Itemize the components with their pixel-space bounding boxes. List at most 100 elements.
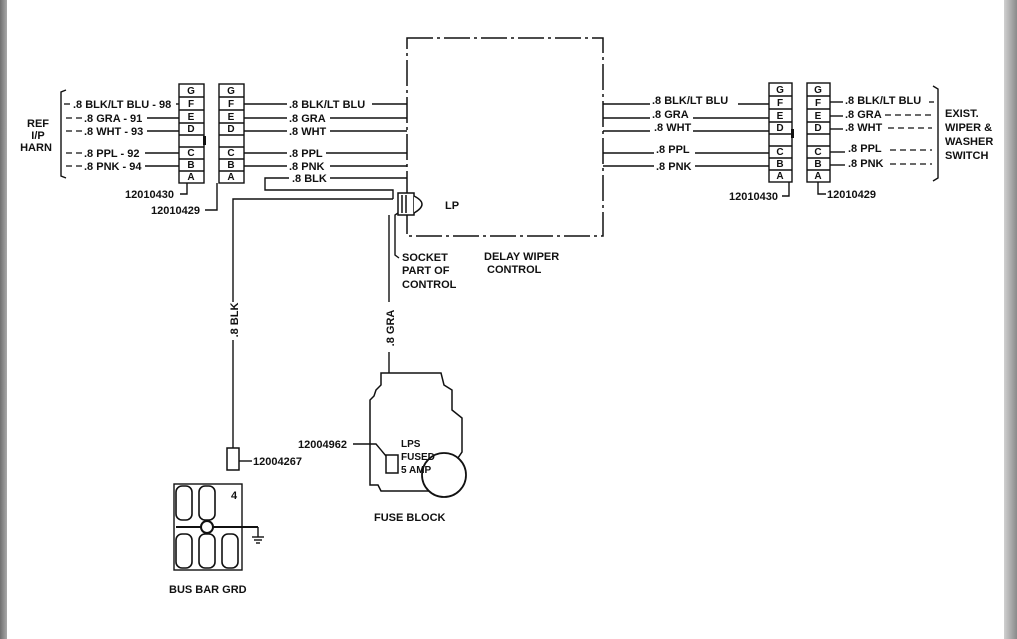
switch-wire-label: .8 PPL bbox=[848, 143, 882, 155]
right-connector-inner: G F E D C B A bbox=[768, 82, 794, 183]
pin-label: D bbox=[814, 123, 821, 134]
pin-label: F bbox=[777, 98, 783, 109]
part-leader bbox=[817, 182, 826, 195]
switch-wire-label: .8 GRA bbox=[845, 109, 882, 121]
right-switch-label-line-4: SWITCH bbox=[945, 150, 988, 162]
diagram-page: REF I/P HARN .8 BLK/LT BLU - 98 .8 GRA -… bbox=[7, 0, 1004, 639]
fuse-label-line-2: FUSED bbox=[401, 452, 435, 463]
viewer-scrollbar[interactable] bbox=[1004, 0, 1017, 639]
left-harness-label-line-2: I/P bbox=[31, 130, 44, 142]
lamp-socket-icon bbox=[397, 192, 423, 216]
socket-label-line-1: SOCKET bbox=[402, 252, 448, 264]
bus-bar-label: BUS BAR GRD bbox=[169, 584, 247, 596]
switch-wire-label: .8 PNK bbox=[848, 158, 884, 170]
wire-label: .8 PNK bbox=[289, 161, 325, 173]
ground-terminal-part: 12004267 bbox=[253, 456, 302, 468]
pin-label: B bbox=[187, 160, 194, 171]
part-leader bbox=[353, 443, 387, 457]
left-connector-inner: G F E D C B A bbox=[218, 83, 245, 184]
right-switch-label-line-2: WIPER & bbox=[945, 122, 992, 134]
pin-label: A bbox=[776, 171, 783, 182]
pin-label: G bbox=[187, 86, 195, 97]
pin-label: F bbox=[815, 98, 821, 109]
control-label-line-1: DELAY WIPER bbox=[484, 251, 559, 263]
pin-label: E bbox=[815, 111, 822, 122]
pin-label: C bbox=[187, 148, 194, 159]
pin-label: F bbox=[188, 99, 194, 110]
fuse-label-line-3: 5 AMP bbox=[401, 465, 432, 476]
left-harness-wire-label: .8 PPL - 92 bbox=[84, 148, 139, 160]
pin-label: B bbox=[776, 159, 783, 170]
pin-label: E bbox=[228, 112, 235, 123]
pin-label: D bbox=[187, 124, 194, 135]
ground-terminal bbox=[226, 447, 240, 471]
bus-bar-number: 4 bbox=[231, 490, 238, 502]
wire-label: .8 WHT bbox=[654, 122, 692, 134]
right-switch-label-line-1: EXIST. bbox=[945, 108, 979, 120]
lamp-label: LP bbox=[445, 200, 459, 212]
left-connector-outer: G F E D C B A bbox=[178, 83, 206, 184]
fuse-terminal-part: 12004962 bbox=[298, 439, 347, 451]
wire-label: .8 GRA bbox=[652, 109, 689, 121]
right-switch-label-line-3: WASHER bbox=[945, 136, 993, 148]
pin-label: C bbox=[227, 148, 234, 159]
feed-wire-label: .8 GRA bbox=[385, 310, 397, 347]
pin-label: C bbox=[776, 147, 783, 158]
left-harness-wire-label: .8 WHT - 93 bbox=[84, 126, 143, 138]
wire-label: .8 BLK/LT BLU bbox=[652, 95, 728, 107]
left-harness-wire-label: .8 GRA - 91 bbox=[84, 113, 142, 125]
switch-wire-label: .8 WHT bbox=[845, 122, 883, 134]
socket-label-line-3: CONTROL bbox=[402, 279, 457, 291]
wire bbox=[264, 177, 394, 199]
wire-label: .8 PPL bbox=[289, 148, 323, 160]
fuse-label-line-1: LPS bbox=[401, 439, 421, 450]
right-connector-outer-part: 12010429 bbox=[827, 189, 876, 201]
left-harness-label-line-3: HARN bbox=[20, 142, 52, 154]
socket-leader bbox=[394, 212, 400, 259]
viewer-left-border bbox=[0, 0, 7, 639]
wire-label: .8 GRA bbox=[289, 113, 326, 125]
part-leader bbox=[782, 182, 790, 197]
left-harness-bracket bbox=[60, 89, 67, 179]
left-connector-outer-part: 12010430 bbox=[125, 189, 174, 201]
fuse-block-label: FUSE BLOCK bbox=[374, 512, 446, 524]
bus-bar-ground-icon bbox=[173, 483, 264, 571]
pin-label: D bbox=[776, 123, 783, 134]
pin-label: A bbox=[814, 171, 821, 182]
pin-label: G bbox=[776, 85, 784, 96]
part-leader bbox=[205, 183, 218, 211]
ground-wire bbox=[232, 198, 393, 302]
left-harness-wire-label: .8 PNK - 94 bbox=[84, 161, 142, 173]
delay-wiper-control-box bbox=[406, 37, 604, 237]
pin-label: A bbox=[227, 172, 234, 183]
fuse-block-icon bbox=[369, 372, 467, 498]
wire-label: .8 WHT bbox=[289, 126, 327, 138]
pin-label: E bbox=[188, 112, 195, 123]
pin-label: E bbox=[777, 111, 784, 122]
control-label-line-2: CONTROL bbox=[487, 264, 542, 276]
pin-label: A bbox=[187, 172, 194, 183]
socket-label-line-2: PART OF bbox=[402, 265, 450, 277]
left-connector-inner-part: 12010429 bbox=[151, 205, 200, 217]
left-harness-label-line-1: REF bbox=[27, 118, 49, 130]
right-switch-bracket bbox=[932, 85, 939, 182]
part-leader bbox=[180, 183, 188, 195]
pin-label: F bbox=[228, 99, 234, 110]
ground-wire-label: .8 BLK bbox=[229, 303, 241, 338]
wire-label: .8 BLK bbox=[292, 173, 327, 185]
wiring-diagram: REF I/P HARN .8 BLK/LT BLU - 98 .8 GRA -… bbox=[20, 37, 993, 596]
pin-label: G bbox=[227, 86, 235, 97]
pin-label: B bbox=[227, 160, 234, 171]
pin-label: D bbox=[227, 124, 234, 135]
wire-label: .8 BLK/LT BLU bbox=[289, 99, 365, 111]
wire-label: .8 PPL bbox=[656, 144, 690, 156]
pin-label: G bbox=[814, 85, 822, 96]
left-harness-wire-label: .8 BLK/LT BLU - 98 bbox=[73, 99, 171, 111]
switch-wire-label: .8 BLK/LT BLU bbox=[845, 95, 921, 107]
right-connector-outer: G F E D C B A bbox=[806, 82, 831, 183]
pin-label: B bbox=[814, 159, 821, 170]
wire-label: .8 PNK bbox=[656, 161, 692, 173]
pin-label: C bbox=[814, 147, 821, 158]
right-connector-inner-part: 12010430 bbox=[729, 191, 778, 203]
